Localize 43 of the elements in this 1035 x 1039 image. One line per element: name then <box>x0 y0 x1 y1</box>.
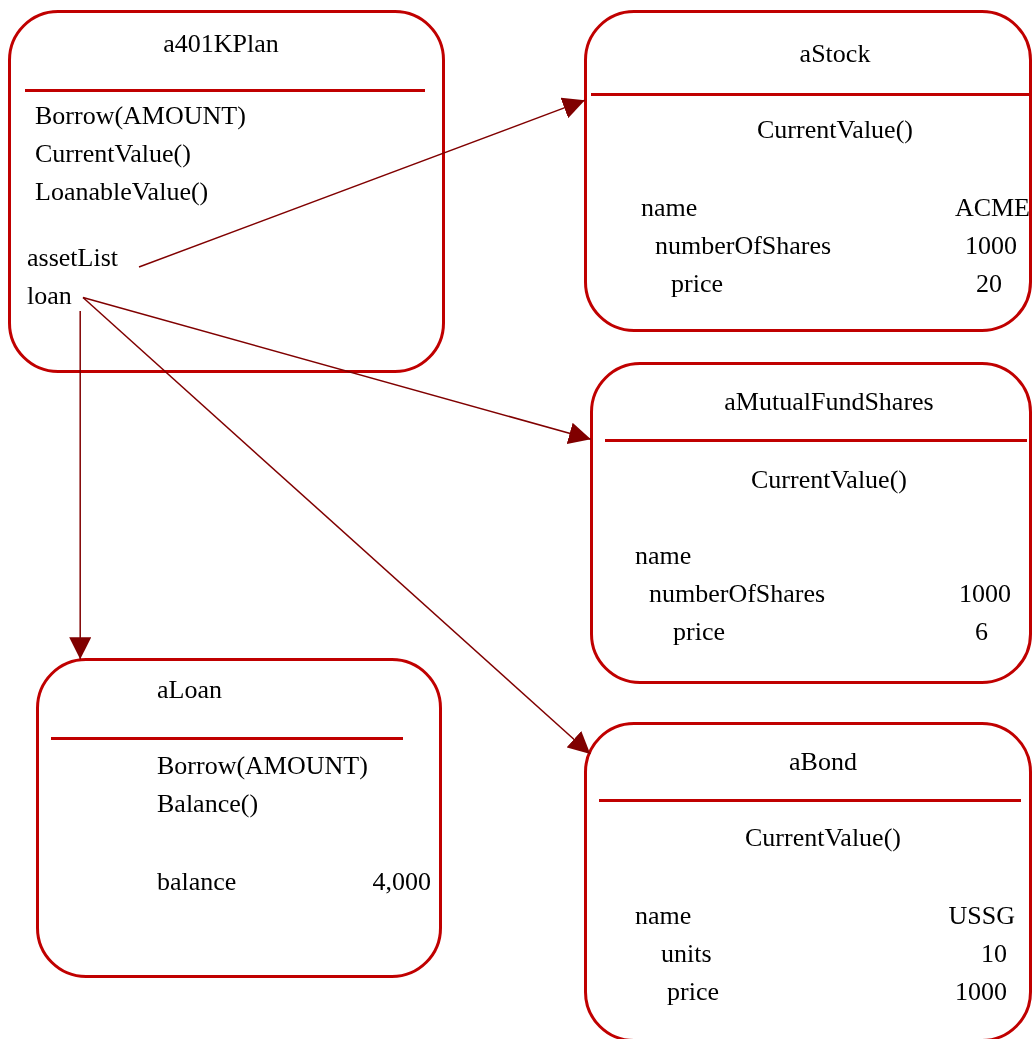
attribute-value: 1000 <box>959 579 1011 609</box>
arrow <box>138 97 586 268</box>
method-name: Balance() <box>157 789 259 819</box>
attribute-value: USSG <box>948 901 1015 931</box>
object-box <box>584 10 1032 332</box>
arrow <box>82 296 591 755</box>
attribute-value: 10 <box>981 939 1007 969</box>
attribute-name: units <box>661 939 712 969</box>
attribute-value: 6 <box>975 617 988 647</box>
method-name: CurrentValue() <box>751 465 907 495</box>
attribute-name: numberOfShares <box>655 231 832 261</box>
method-name: LoanableValue() <box>35 177 209 207</box>
object-box <box>8 10 445 373</box>
object-name: aLoan <box>157 675 222 705</box>
object-name: aMutualFundShares <box>724 387 934 417</box>
attribute-name: name <box>641 193 698 223</box>
arrow <box>69 310 92 661</box>
method-name: Borrow(AMOUNT) <box>157 751 368 781</box>
object-box <box>36 658 442 978</box>
method-name: CurrentValue() <box>745 823 901 853</box>
attribute-name: loan <box>27 281 83 311</box>
method-name: CurrentValue() <box>757 115 913 145</box>
attribute-name: price <box>671 269 723 299</box>
attribute-value: 1000 <box>965 231 1017 261</box>
attribute-value: 1000 <box>955 977 1007 1007</box>
attribute-name: price <box>667 977 719 1007</box>
object-name: a401KPlan <box>163 29 279 59</box>
attribute-name: numberOfShares <box>649 579 826 609</box>
attribute-name: assetList <box>27 243 139 273</box>
attribute-value: 4,000 <box>372 867 431 897</box>
object-box <box>590 362 1032 684</box>
attribute-value: ACME <box>954 193 1030 223</box>
attribute-name: balance <box>157 867 237 897</box>
attribute-name: name <box>635 541 692 571</box>
method-name: Borrow(AMOUNT) <box>35 101 246 131</box>
method-name: CurrentValue() <box>35 139 191 169</box>
object-name: aBond <box>789 747 857 777</box>
arrow <box>82 296 592 444</box>
object-name: aStock <box>799 39 871 69</box>
attribute-name: name <box>635 901 692 931</box>
attribute-value: 20 <box>976 269 1002 299</box>
attribute-name: price <box>673 617 725 647</box>
object-box <box>584 722 1032 1039</box>
